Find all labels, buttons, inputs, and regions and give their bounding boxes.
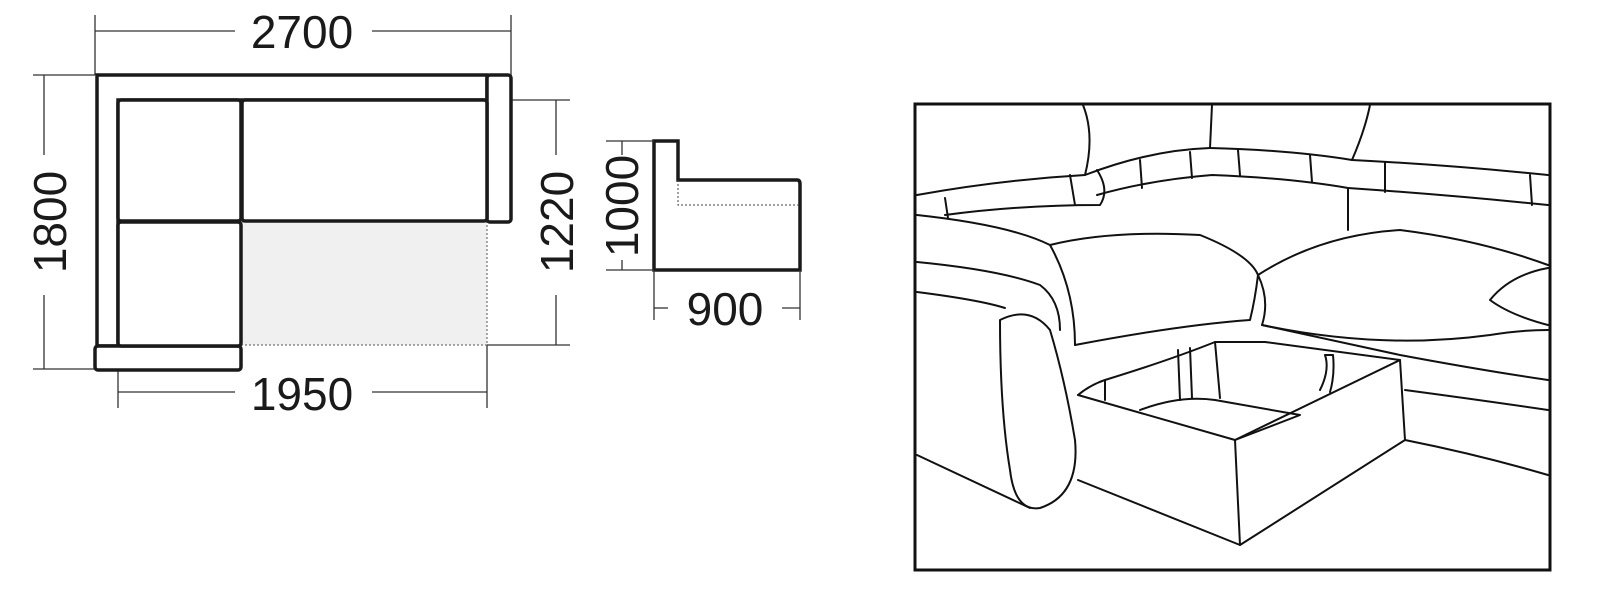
dimension-1800: 1800 [24,74,95,370]
bottom-armrest [93,344,243,372]
chaise-width-label: 1950 [251,368,353,420]
dimension-2700: 2700 [94,6,512,75]
sofa-storage-illustration [913,102,1552,572]
height-label: 1000 [596,155,648,257]
extended-depth-label: 1220 [531,171,583,273]
main-seat-cushion [240,98,489,223]
dimension-1220: 1220 [487,99,583,346]
corner-seat-cushion [116,98,243,223]
dimension-1950: 1950 [117,345,488,420]
side-depth-label: 900 [687,283,764,335]
dimension-1000: 1000 [596,140,654,271]
right-armrest [485,73,513,224]
sleeper-extension [241,221,488,346]
plan-view: 2700 1800 1220 1950 [24,6,583,420]
side-view: 1000 900 [596,139,802,335]
dimension-900: 900 [653,270,801,335]
chaise-seat-cushion [116,220,243,348]
illustration-frame [913,102,1552,572]
width-label: 2700 [251,6,353,58]
depth-label: 1800 [24,171,76,273]
